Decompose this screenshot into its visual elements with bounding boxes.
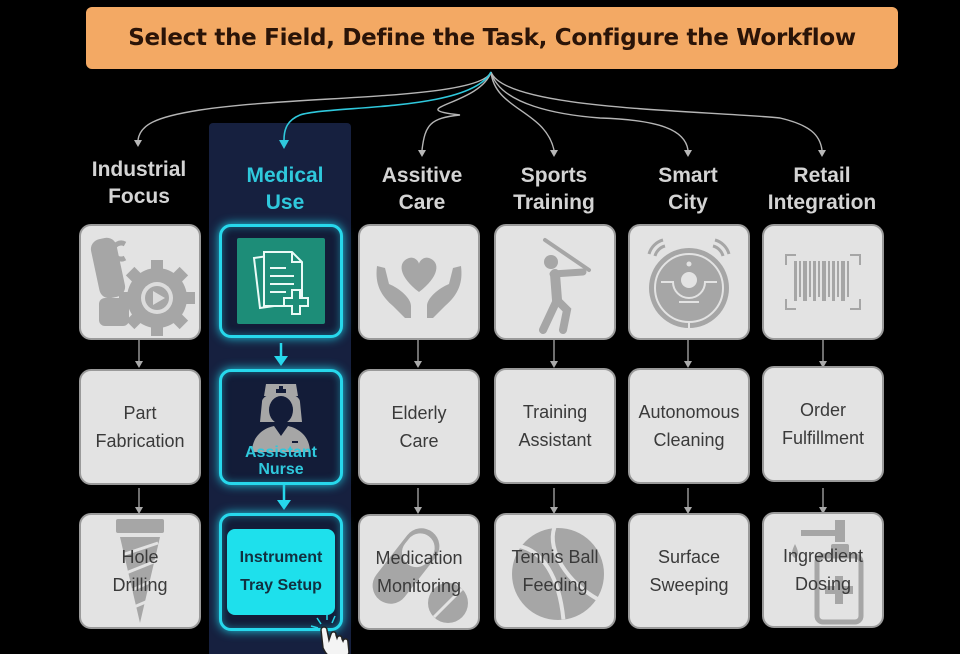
field-title-line2: Integration [767,191,877,214]
field-card-medical[interactable] [219,224,343,338]
field-title-line1: Sports [520,164,588,187]
field-title-line2: Training [513,191,595,214]
drill-bit-icon [116,519,164,623]
field-medical-use[interactable]: Medical Use [215,162,355,216]
field-title-line2: Focus [108,185,170,208]
field-title-line2: Care [398,191,446,214]
field-card-smart-city[interactable] [628,224,750,340]
field-title-line1: Assitive [381,164,463,187]
field-card-industrial[interactable] [79,224,201,340]
nurse-icon [252,384,310,452]
field-title-line1: Retail [793,164,851,187]
field-title-line1: Medical [246,164,324,187]
pill-capsule-icon [372,528,468,623]
field-card-assitive-care[interactable] [358,224,480,340]
field-smart-city[interactable]: Smart City [618,162,758,216]
field-card-retail[interactable] [762,224,884,340]
robot-vacuum-icon [647,238,731,328]
dispenser-bottle-icon [792,520,864,625]
field-title-line2: Use [265,191,305,214]
barcode-scan-icon [785,254,861,310]
tennis-ball-icon [512,526,604,620]
pointing-hand-click-icon [310,612,350,654]
field-title-line2: City [668,191,708,214]
robot-arm-gear-icon [90,237,195,336]
hands-heart-icon [376,257,462,318]
golfer-icon [539,238,591,334]
banner-title: Select the Field, Define the Task, Confi… [128,25,856,51]
title-banner: Select the Field, Define the Task, Confi… [86,7,898,69]
field-sports-training[interactable]: Sports Training [484,162,624,216]
field-industrial-focus[interactable]: Industrial Focus [69,156,209,210]
field-title-line1: Industrial [91,158,187,181]
field-retail-integration[interactable]: Retail Integration [752,162,892,216]
field-assitive-care[interactable]: Assitive Care [352,162,492,216]
medical-document-plus-icon [237,238,325,324]
field-card-sports-training[interactable] [494,224,616,340]
field-title-line1: Smart [658,164,718,187]
